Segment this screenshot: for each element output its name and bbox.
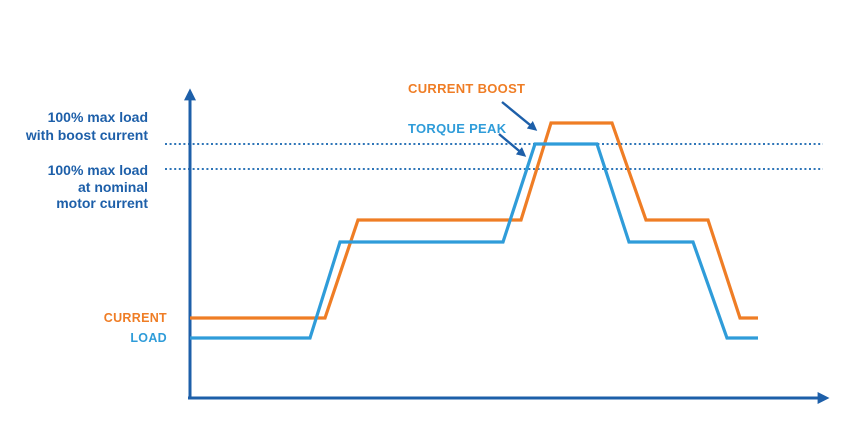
annotation-current-boost: CURRENT BOOST (408, 81, 526, 96)
ref-label-line: motor current (56, 195, 148, 211)
ref-label-max-load-boost: 100% max load with boost current (26, 109, 148, 144)
ref-label-line: 100% max load (47, 162, 148, 178)
annotation-torque-peak: TORQUE PEAK (408, 121, 507, 136)
ref-label-max-load-nominal: 100% max load at nominal motor current (48, 162, 148, 212)
torque-peak-arrow (498, 133, 527, 157)
series-load-line (190, 142, 758, 340)
series-current-line (190, 121, 758, 320)
ref-label-line: 100% max load (47, 109, 148, 125)
series-label-current: CURRENT (103, 311, 167, 325)
ref-label-line: with boost current (25, 126, 148, 143)
ref-label-line: at nominal (77, 178, 148, 195)
current-boost-arrow (501, 101, 538, 131)
series-label-load: LOAD (130, 331, 167, 345)
